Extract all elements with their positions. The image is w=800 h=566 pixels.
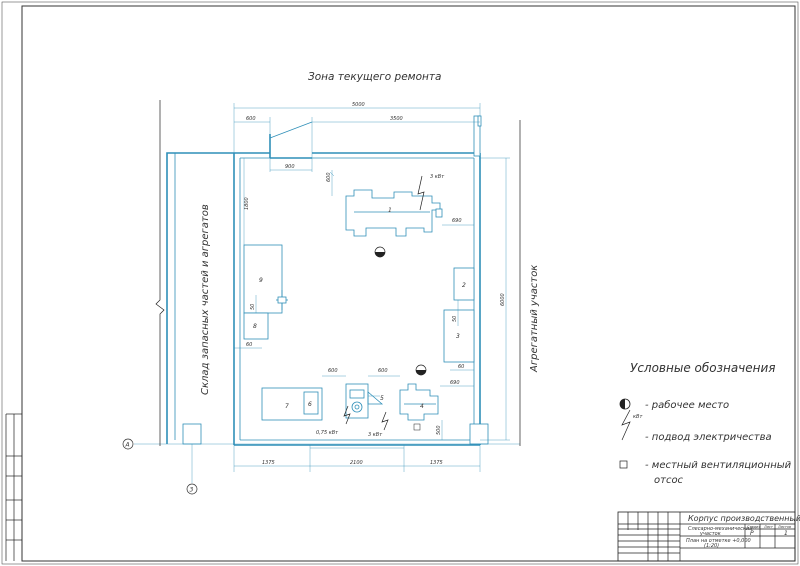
title-block-col-stage: Стадия <box>747 525 760 529</box>
dimension-lines-bottom <box>233 445 481 472</box>
title-block <box>617 511 796 562</box>
title-block-part-2: участок <box>699 531 721 537</box>
break-line-left <box>155 100 165 446</box>
legend-power: - подвод электричества <box>645 432 772 443</box>
dim-50-right: 50 <box>452 316 458 322</box>
zone-top-label: Зона текущего ремонта <box>308 71 441 83</box>
equipment-8 <box>243 312 269 340</box>
equipment-5-label: 5 <box>380 395 384 402</box>
equipment-2 <box>453 267 475 301</box>
vent-icon <box>413 423 421 431</box>
equipment-1 <box>329 170 443 237</box>
equipment-8-label: 8 <box>253 323 257 330</box>
dim-1375-left: 1375 <box>262 460 275 466</box>
equipment-6-label: 6 <box>308 401 312 408</box>
legend-vent-line1: - местный вентиляционный <box>645 460 792 471</box>
dimension-lines-top <box>233 103 481 172</box>
title-block-col-sheet: Лист <box>763 525 774 529</box>
axis-3-marker <box>186 483 198 495</box>
power-label-2: 0,75 кВт <box>316 430 339 436</box>
vise-icon <box>276 290 288 310</box>
equipment-3 <box>443 309 475 363</box>
title-block-plan-1: План на отметке +0,000 <box>686 538 751 544</box>
power-line-3 <box>381 411 389 431</box>
equipment-3-label: 3 <box>456 333 460 340</box>
legend-workplace-icon <box>619 398 631 410</box>
equipment-2-label: 2 <box>462 282 466 289</box>
equipment-7-label: 7 <box>285 403 289 410</box>
dim-3500: 3500 <box>390 116 403 122</box>
equipment-4-label: 4 <box>420 403 424 410</box>
dim-600-side: 600 <box>326 172 332 182</box>
legend-title: Условные обозначения <box>630 361 776 375</box>
margin-strip <box>5 413 22 561</box>
zone-right-label: Агрегатный участок <box>529 265 540 373</box>
equipment-1-label: 1 <box>388 207 392 214</box>
power-label-3: 3 кВт <box>368 432 383 438</box>
dim-6000: 6000 <box>500 293 506 306</box>
legend-power-unit: кВт <box>633 414 643 420</box>
axis-a-marker <box>122 438 134 450</box>
title-block-name: Корпус производственный <box>688 514 800 523</box>
title-block-stage: Р <box>750 530 754 537</box>
dim-60-left: 60 <box>246 342 252 348</box>
dim-690-bottom: 690 <box>450 380 460 386</box>
dim-500: 500 <box>436 425 442 435</box>
column-left <box>182 423 202 445</box>
door <box>269 121 313 159</box>
axis-3-label: 3 <box>190 487 194 494</box>
workplace-icon-2 <box>415 364 427 376</box>
storage-wall <box>166 152 234 444</box>
dim-1800: 1800 <box>244 197 250 210</box>
power-label-1: 3 кВт <box>430 174 445 180</box>
dim-50-left: 50 <box>250 304 256 310</box>
equipment-6 <box>303 391 319 415</box>
dim-600-b2: 600 <box>378 368 388 374</box>
equipment-4 <box>399 383 439 421</box>
legend-vent-line2: отсос <box>654 475 684 486</box>
dim-60-right: 60 <box>458 364 464 370</box>
title-block-col-sheets: Листов <box>777 525 791 529</box>
dim-900: 900 <box>285 164 295 170</box>
dim-total-width: 5000 <box>352 102 365 108</box>
title-block-sheets: 1 <box>784 530 788 537</box>
column-right <box>469 423 489 445</box>
inner-frame <box>21 5 796 562</box>
title-block-plan-2: (1:20) <box>704 543 719 549</box>
legend-power-icon <box>621 409 631 441</box>
dim-690-top: 690 <box>452 218 462 224</box>
dim-2100: 2100 <box>350 460 363 466</box>
equipment-9-label: 9 <box>259 277 263 284</box>
dim-600-b1: 600 <box>328 368 338 374</box>
workplace-icon-1 <box>374 246 386 258</box>
equipment-5 <box>345 383 384 419</box>
dim-1375-right: 1375 <box>430 460 443 466</box>
zone-left-label: Склад запасных частей и агрегатов <box>200 204 211 395</box>
axis-a-label: А <box>125 442 130 449</box>
equipment-9 <box>243 244 283 314</box>
legend-vent-icon <box>619 460 628 469</box>
dim-600-top: 600 <box>246 116 256 122</box>
legend-workplace: - рабочее место <box>645 399 729 411</box>
room-walls <box>233 115 482 446</box>
power-line-2 <box>343 405 351 425</box>
title-block-part-1: Слесарно-механический <box>688 526 753 532</box>
